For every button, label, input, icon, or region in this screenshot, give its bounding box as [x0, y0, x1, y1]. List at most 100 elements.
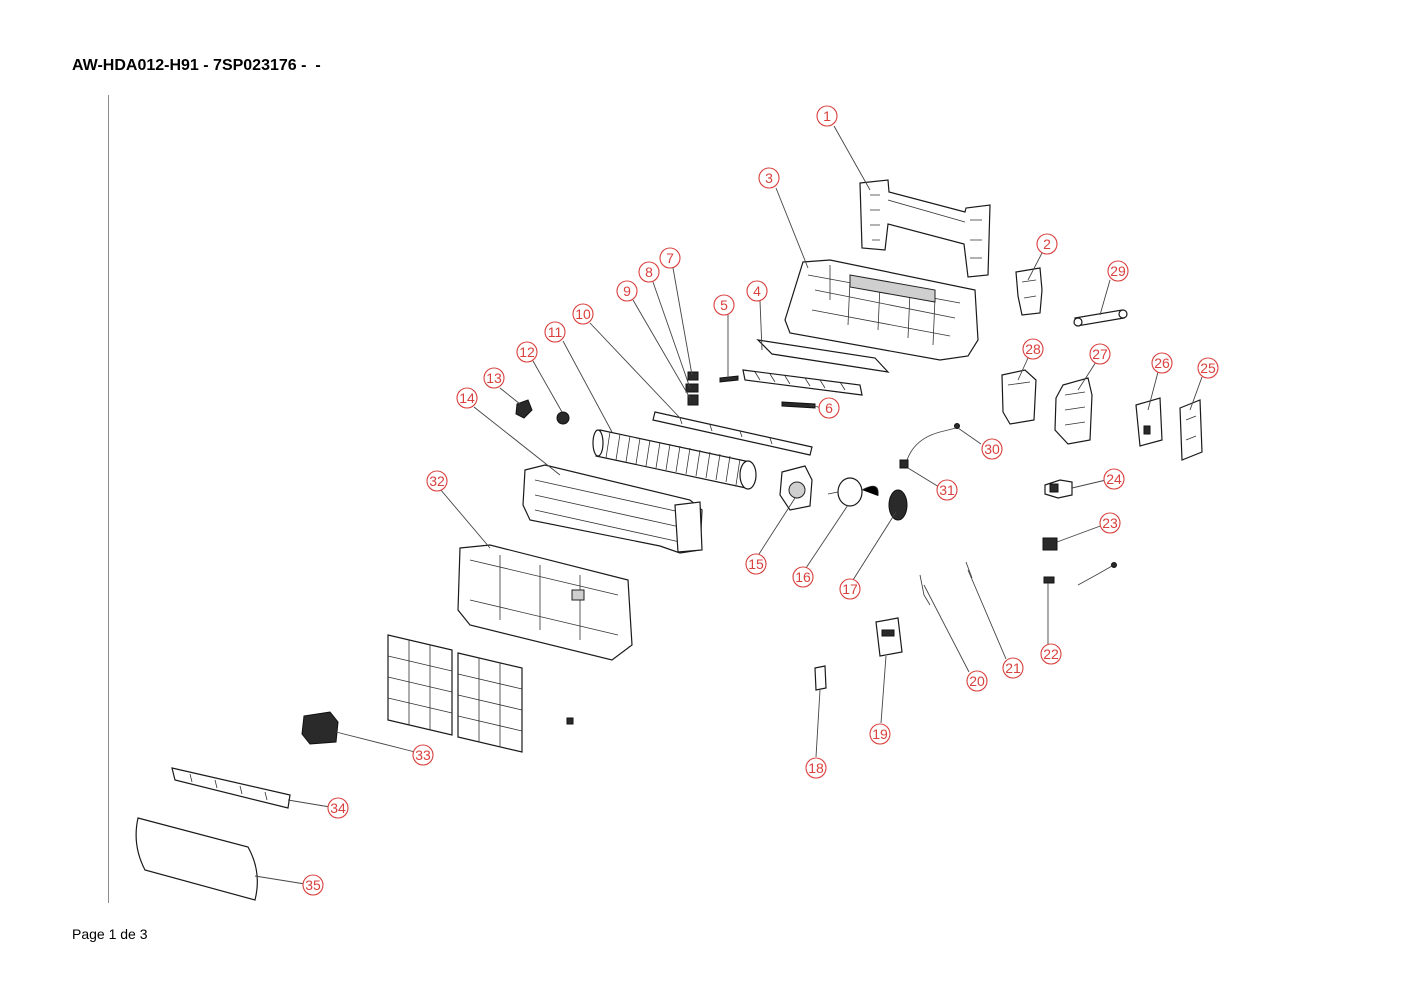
part-pcb-main — [1135, 397, 1163, 447]
callout-19: 19 — [869, 723, 891, 745]
svg-text:34: 34 — [330, 800, 346, 816]
part-step-motor — [685, 371, 699, 406]
callout-4: 4 — [746, 280, 768, 302]
callout-20: 20 — [966, 670, 988, 692]
svg-text:3: 3 — [765, 170, 773, 186]
svg-text:19: 19 — [872, 726, 888, 742]
svg-text:1: 1 — [823, 108, 831, 124]
part-air-filter-left — [387, 634, 453, 736]
svg-text:14: 14 — [459, 390, 475, 406]
svg-text:31: 31 — [939, 482, 955, 498]
part-chassis — [784, 259, 979, 361]
part-sensor-wire — [899, 423, 960, 469]
part-mounting-plate — [859, 179, 991, 278]
svg-text:2: 2 — [1043, 236, 1051, 252]
svg-text:22: 22 — [1043, 646, 1059, 662]
part-receiver — [814, 665, 827, 691]
callout-30: 30 — [981, 438, 1003, 460]
callout-25: 25 — [1197, 357, 1219, 379]
leader-lines — [254, 125, 1203, 885]
page-footer: Page 1 de 3 — [72, 926, 148, 942]
callouts: 1 2 3 4 5 6 7 8 9 10 11 12 13 14 15 16 1… — [302, 105, 1219, 896]
callout-23: 23 — [1099, 512, 1121, 534]
callout-8: 8 — [638, 261, 660, 283]
svg-text:10: 10 — [575, 306, 591, 322]
svg-text:17: 17 — [842, 581, 858, 597]
svg-text:16: 16 — [795, 569, 811, 585]
svg-text:28: 28 — [1025, 341, 1041, 357]
callout-6: 6 — [818, 397, 840, 419]
part-pcb-display — [1179, 399, 1203, 461]
part-bearing — [556, 411, 570, 425]
callout-2: 2 — [1036, 233, 1058, 255]
part-display-box — [875, 617, 903, 657]
callout-26: 26 — [1151, 352, 1173, 374]
svg-text:24: 24 — [1106, 471, 1122, 487]
callout-21: 21 — [1002, 657, 1024, 679]
part-motor-cover — [888, 489, 908, 521]
callout-32: 32 — [426, 470, 448, 492]
svg-text:35: 35 — [305, 877, 321, 893]
svg-text:4: 4 — [753, 283, 761, 299]
callout-12: 12 — [516, 341, 538, 363]
part-crossflow-fan — [592, 429, 757, 490]
callout-33: 33 — [412, 744, 434, 766]
svg-text:5: 5 — [720, 297, 728, 313]
svg-text:7: 7 — [666, 250, 674, 266]
svg-text:12: 12 — [519, 344, 535, 360]
callout-27: 27 — [1089, 343, 1111, 365]
part-control-box-cover — [1001, 369, 1037, 425]
svg-text:30: 30 — [984, 441, 1000, 457]
part-pipe — [1073, 309, 1128, 327]
svg-text:18: 18 — [808, 760, 824, 776]
callout-3: 3 — [758, 167, 780, 189]
part-bracket — [1015, 267, 1043, 316]
part-motor-holder — [779, 465, 813, 511]
page-title: AW-HDA012-H91 - 7SP023176 - - — [72, 57, 321, 74]
callout-1: 1 — [816, 105, 838, 127]
callout-11: 11 — [544, 321, 566, 343]
part-louver-blades — [742, 369, 863, 396]
part-evaporator — [522, 464, 703, 554]
svg-text:8: 8 — [645, 264, 653, 280]
part-link — [781, 401, 816, 409]
part-front-frame — [457, 544, 633, 661]
part-swing-motor-box — [301, 711, 339, 745]
callout-16: 16 — [792, 566, 814, 588]
part-pin — [719, 375, 739, 383]
part-rod — [652, 411, 813, 456]
callout-17: 17 — [839, 578, 861, 600]
part-sensor-temp — [919, 561, 973, 606]
callout-28: 28 — [1022, 338, 1044, 360]
callout-10: 10 — [572, 303, 594, 325]
callout-22: 22 — [1040, 643, 1062, 665]
svg-text:6: 6 — [825, 400, 833, 416]
callout-13: 13 — [483, 367, 505, 389]
callout-5: 5 — [713, 294, 735, 316]
callout-35: 35 — [302, 874, 324, 896]
part-fuse — [1043, 562, 1117, 586]
part-control-box — [1054, 377, 1093, 445]
svg-text:25: 25 — [1200, 360, 1216, 376]
part-air-filter-right — [457, 652, 523, 753]
callout-9: 9 — [616, 280, 638, 302]
svg-text:33: 33 — [415, 747, 431, 763]
svg-text:32: 32 — [429, 473, 445, 489]
svg-text:9: 9 — [623, 283, 631, 299]
callout-31: 31 — [936, 479, 958, 501]
callout-18: 18 — [805, 757, 827, 779]
part-deflector — [171, 767, 291, 809]
part-louver — [756, 339, 890, 373]
svg-text:11: 11 — [548, 324, 563, 340]
callout-34: 34 — [327, 797, 349, 819]
svg-text:13: 13 — [486, 370, 502, 386]
part-terminal-block — [1044, 479, 1073, 499]
svg-text:27: 27 — [1092, 346, 1108, 362]
svg-text:23: 23 — [1102, 515, 1118, 531]
callout-29: 29 — [1107, 260, 1129, 282]
part-front-panel — [135, 817, 258, 901]
callout-14: 14 — [456, 387, 478, 409]
margin-line — [108, 95, 109, 903]
callout-7: 7 — [659, 247, 681, 269]
